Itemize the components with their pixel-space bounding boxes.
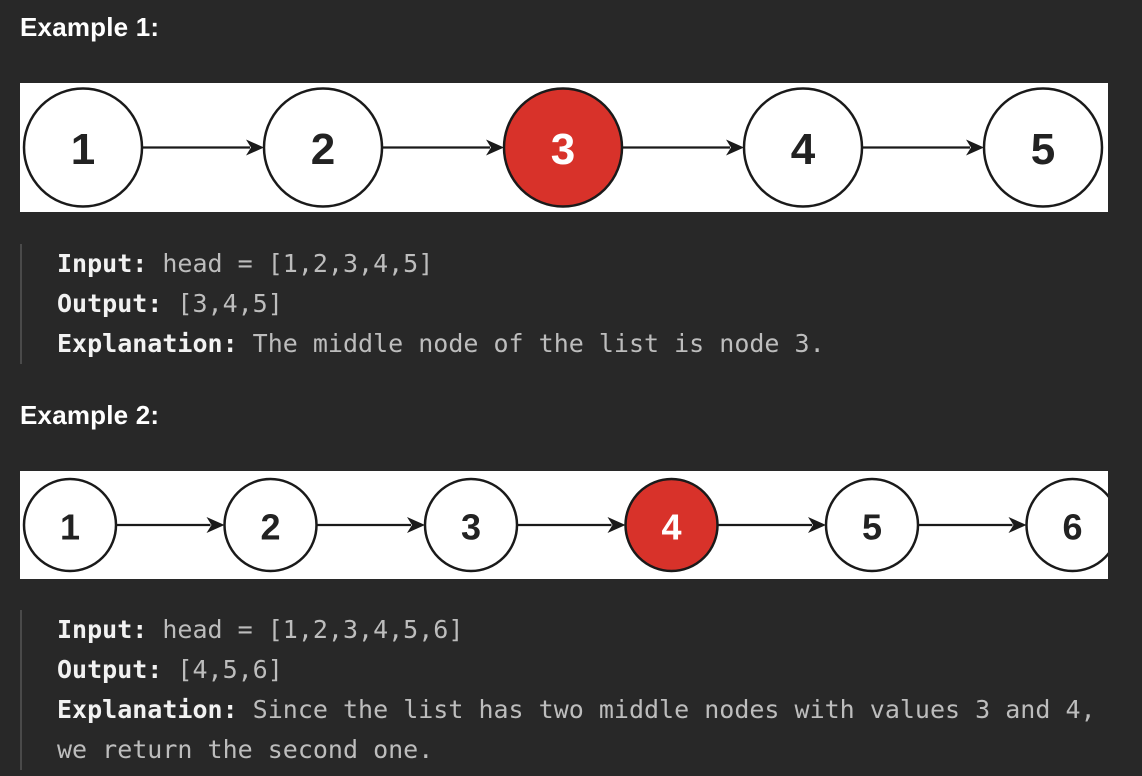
list-node: 2 (223, 477, 318, 573)
node-circle (262, 87, 384, 208)
list-node: 3 (423, 477, 519, 573)
output-value: [3,4,5] (162, 289, 283, 318)
node-value-label: 5 (1031, 125, 1055, 174)
node-circle (742, 87, 864, 208)
node-circle (22, 87, 144, 208)
node-value-label: 3 (551, 125, 575, 174)
list-node: 5 (824, 477, 920, 573)
output-value: [4,5,6] (162, 655, 283, 684)
node-value-label: 5 (862, 507, 882, 548)
output-label: Output: (57, 289, 163, 318)
output-label: Output: (57, 655, 163, 684)
list-node: 1 (22, 87, 144, 208)
node-circle (502, 87, 624, 208)
example-1-linked-list-diagram: 1 2 3 4 5 (20, 83, 1108, 212)
node-circle (1025, 477, 1108, 573)
explanation-label: Explanation: (57, 329, 238, 358)
middle-node: 4 (624, 477, 719, 573)
example-2-explanation-line: Explanation: Since the list has two midd… (57, 690, 1120, 770)
example-1-output-line: Output: [3,4,5] (57, 284, 1120, 324)
example-2-output-line: Output: [4,5,6] (57, 650, 1120, 690)
example-1-explanation-line: Explanation: The middle node of the list… (57, 324, 1120, 364)
example-2-heading: Example 2: (20, 400, 160, 430)
arrowhead-icon (486, 139, 504, 156)
node-circle (22, 477, 118, 573)
node-circle (423, 477, 519, 573)
list-node: 6 (1025, 477, 1108, 573)
node-value-label: 3 (461, 507, 481, 548)
node-value-label: 1 (60, 507, 80, 548)
example-2-linked-list-diagram: 1 2 3 4 5 6 (20, 471, 1108, 579)
input-value: head = [1,2,3,4,5] (147, 249, 434, 278)
input-value: head = [1,2,3,4,5,6] (147, 615, 464, 644)
arrowhead-icon (206, 517, 225, 533)
node-circle (624, 477, 719, 573)
explanation-label: Explanation: (57, 695, 238, 724)
example-2-input-line: Input: head = [1,2,3,4,5,6] (57, 610, 1120, 650)
node-value-label: 2 (311, 125, 335, 174)
example-2-linked-list-svg: 1 2 3 4 5 6 (22, 477, 1108, 573)
input-label: Input: (57, 249, 148, 278)
list-node: 1 (22, 477, 118, 573)
example-1-linked-list-svg: 1 2 3 4 5 (22, 87, 1104, 208)
example-1-code-block: Input: head = [1,2,3,4,5] Output: [3,4,5… (20, 244, 1120, 364)
list-node: 4 (742, 87, 864, 208)
example-2-code-block: Input: head = [1,2,3,4,5,6] Output: [4,5… (20, 610, 1120, 770)
middle-node: 3 (502, 87, 624, 208)
node-value-label: 2 (260, 507, 280, 548)
explanation-value: Since the list has two middle nodes with… (57, 695, 1111, 764)
arrowhead-icon (246, 139, 264, 156)
example-1-input-line: Input: head = [1,2,3,4,5] (57, 244, 1120, 284)
node-value-label: 4 (791, 125, 816, 174)
node-circle (223, 477, 318, 573)
arrowhead-icon (607, 517, 626, 533)
node-circle (824, 477, 920, 573)
arrowhead-icon (808, 517, 826, 533)
arrowhead-icon (966, 139, 984, 156)
arrowhead-icon (726, 139, 744, 156)
input-label: Input: (57, 615, 148, 644)
example-1-heading: Example 1: (20, 12, 160, 42)
explanation-value: The middle node of the list is node 3. (237, 329, 825, 358)
node-value-label: 4 (661, 507, 681, 548)
arrowhead-icon (407, 517, 425, 533)
list-node: 2 (262, 87, 384, 208)
node-value-label: 6 (1062, 507, 1082, 548)
list-node: 5 (982, 87, 1104, 208)
arrowhead-icon (1008, 517, 1027, 533)
node-circle (982, 87, 1104, 208)
node-value-label: 1 (71, 125, 95, 174)
